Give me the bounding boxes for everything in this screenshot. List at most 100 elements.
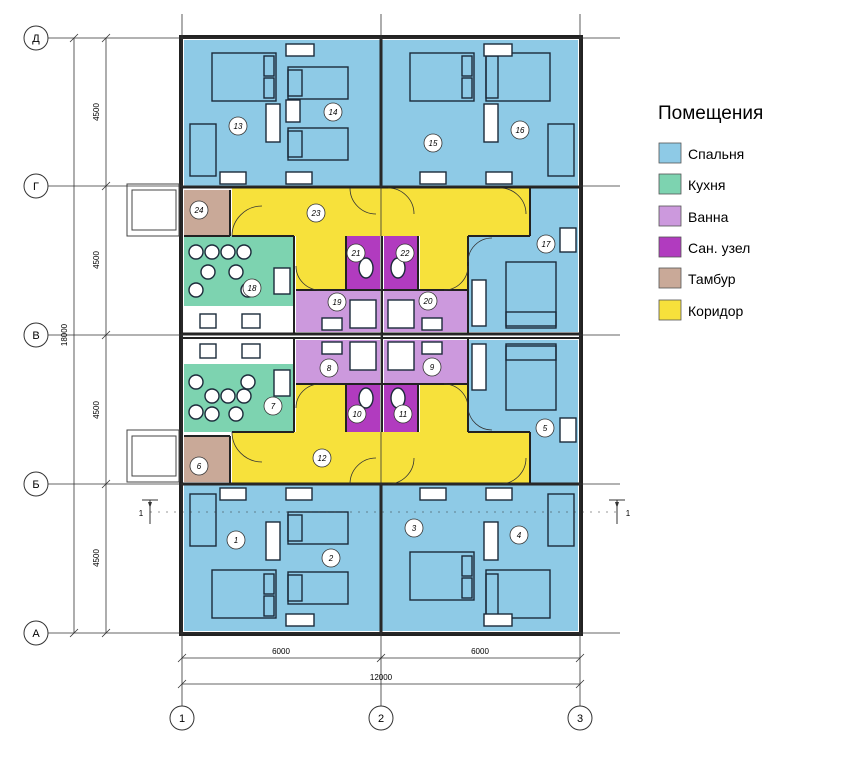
svg-text:8: 8 — [327, 364, 332, 373]
svg-text:12: 12 — [318, 454, 327, 463]
axis-bubble-row-b: Б — [23, 471, 49, 497]
legend-item-bedroom: Спальня — [658, 142, 744, 164]
svg-text:4500: 4500 — [92, 549, 101, 567]
col-axis-bubbles: 1 2 3 — [169, 705, 593, 731]
svg-text:9: 9 — [430, 363, 435, 372]
room-label-14: 14 — [323, 102, 343, 122]
legend-swatch — [658, 142, 682, 164]
svg-text:4500: 4500 — [92, 103, 101, 121]
room-label-9: 9 — [422, 357, 442, 377]
room-label-4: 4 — [509, 525, 529, 545]
room-labels: 13 14 15 16 23 24 21 22 17 18 19 20 8 9 … — [189, 102, 556, 568]
svg-text:Г: Г — [33, 181, 39, 193]
svg-text:Тамбур: Тамбур — [688, 271, 736, 287]
svg-text:3: 3 — [412, 524, 417, 533]
legend-swatch — [658, 173, 682, 195]
room-label-17: 17 — [536, 234, 556, 254]
svg-text:1: 1 — [179, 713, 185, 725]
svg-text:11: 11 — [399, 410, 407, 419]
svg-text:20: 20 — [423, 297, 433, 306]
svg-text:2: 2 — [378, 713, 384, 725]
svg-text:Кухня: Кухня — [688, 177, 725, 193]
room-1-2 — [184, 485, 380, 631]
room-label-13: 13 — [228, 116, 248, 136]
room-label-22: 22 — [395, 243, 415, 263]
legend-swatch — [658, 205, 682, 227]
svg-text:6000: 6000 — [471, 647, 489, 656]
grid-lines — [48, 14, 620, 707]
legend-item-vestibule: Тамбур — [658, 267, 736, 289]
svg-text:Спальня: Спальня — [688, 146, 744, 162]
room-label-1: 1 — [226, 530, 246, 550]
legend-swatch — [658, 299, 682, 321]
svg-text:22: 22 — [400, 249, 410, 258]
svg-text:4: 4 — [517, 531, 522, 540]
svg-text:5: 5 — [543, 424, 548, 433]
room-label-3: 3 — [404, 518, 424, 538]
svg-text:4500: 4500 — [92, 401, 101, 419]
svg-text:Б: Б — [32, 479, 39, 491]
svg-text:19: 19 — [333, 298, 342, 307]
row-axis-bubbles: Д Г В Б А — [23, 25, 49, 646]
left-dimensions — [69, 33, 111, 638]
bottom-dimension-labels: 6000 6000 12000 — [272, 647, 489, 682]
svg-text:15: 15 — [429, 139, 438, 148]
axis-bubble-row-g: Г — [23, 173, 49, 199]
room-label-5: 5 — [535, 418, 555, 438]
axis-bubble-row-v: В — [23, 322, 49, 348]
entrance-porches — [126, 183, 180, 483]
left-dimension-labels: 4500 4500 4500 4500 18000 — [60, 103, 101, 567]
svg-text:1: 1 — [626, 509, 631, 518]
axis-bubble-col-2: 2 — [368, 705, 394, 731]
room-3-4 — [382, 485, 578, 631]
svg-text:21: 21 — [351, 249, 361, 258]
room-label-12: 12 — [312, 448, 332, 468]
legend-item-kitchen: Кухня — [658, 173, 725, 195]
bottom-dimensions — [177, 653, 585, 689]
svg-text:14: 14 — [329, 108, 338, 117]
section-markers: 1 1 — [139, 499, 631, 524]
room-label-24: 24 — [189, 200, 209, 220]
room-label-6: 6 — [189, 456, 209, 476]
svg-text:18000: 18000 — [60, 323, 69, 346]
room-label-16: 16 — [510, 120, 530, 140]
room-label-23: 23 — [306, 203, 326, 223]
axis-bubble-col-3: 3 — [567, 705, 593, 731]
room-label-7: 7 — [263, 396, 283, 416]
room-label-10: 10 — [347, 404, 367, 424]
svg-text:А: А — [32, 628, 40, 640]
door-swings — [231, 187, 527, 485]
svg-text:1: 1 — [139, 509, 144, 518]
svg-text:18: 18 — [248, 284, 257, 293]
legend-item-bath: Ванна — [658, 205, 729, 227]
room-label-20: 20 — [418, 291, 438, 311]
svg-text:Ванна: Ванна — [688, 209, 729, 225]
room-label-18: 18 — [242, 278, 262, 298]
svg-text:6: 6 — [197, 462, 202, 471]
furniture — [188, 43, 577, 627]
room-6 — [184, 436, 230, 482]
svg-text:12000: 12000 — [370, 673, 393, 682]
svg-text:Д: Д — [32, 33, 40, 45]
svg-text:Коридор: Коридор — [688, 303, 744, 319]
svg-text:Сан. узел: Сан. узел — [688, 240, 750, 256]
svg-text:23: 23 — [311, 209, 321, 218]
svg-text:16: 16 — [516, 126, 525, 135]
svg-text:4500: 4500 — [92, 251, 101, 269]
legend-title: Помещения — [658, 103, 763, 124]
room-15-16 — [382, 40, 578, 186]
room-label-19: 19 — [327, 292, 347, 312]
room-label-11: 11 — [393, 404, 413, 424]
axis-bubble-row-d: Д — [23, 25, 49, 51]
legend-swatch — [658, 267, 682, 289]
room-label-21: 21 — [346, 243, 366, 263]
svg-text:6000: 6000 — [272, 647, 290, 656]
svg-text:3: 3 — [577, 713, 583, 725]
svg-text:В: В — [32, 330, 39, 342]
room-23 — [232, 188, 530, 290]
legend-item-wc: Сан. узел — [658, 236, 750, 258]
svg-text:1: 1 — [234, 536, 238, 545]
axis-bubble-row-a: А — [23, 620, 49, 646]
room-label-15: 15 — [423, 133, 443, 153]
